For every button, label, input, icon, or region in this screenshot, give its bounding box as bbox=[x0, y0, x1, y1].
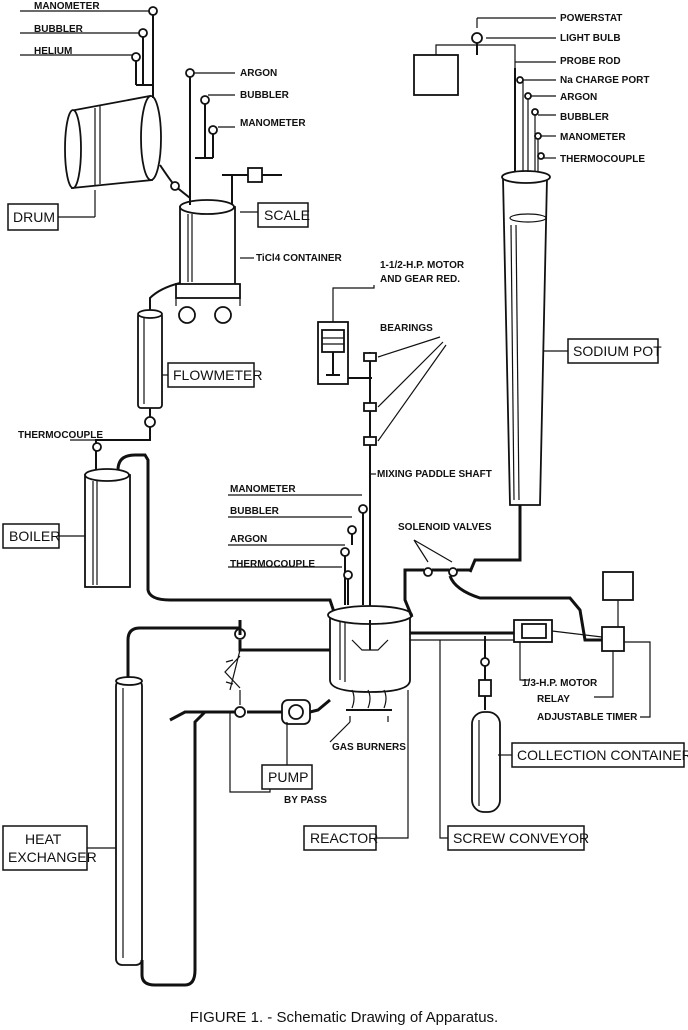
by-pass-label: BY PASS bbox=[284, 795, 327, 806]
motor-gear-reducer bbox=[317, 321, 372, 385]
reactor-gas-lines bbox=[228, 494, 368, 605]
flowmeter-tube bbox=[137, 309, 163, 409]
motor-label-line2: AND GEAR RED. bbox=[380, 274, 460, 285]
drum-bubbler-label: BUBBLER bbox=[34, 24, 84, 35]
ticl4-bubbler-label: BUBBLER bbox=[240, 90, 290, 101]
bearings-label: BEARINGS bbox=[380, 323, 433, 334]
na-charge-port-label: Na CHARGE PORT bbox=[560, 75, 649, 86]
collection-container-box bbox=[498, 742, 685, 768]
reactor-manometer-label: MANOMETER bbox=[230, 484, 296, 495]
sodium-pot-box bbox=[543, 338, 659, 364]
reactor-bubbler-label: BUBBLER bbox=[230, 506, 280, 517]
flowmeter-label: FLOWMETER bbox=[173, 367, 262, 383]
heat-exchanger-box bbox=[2, 825, 116, 871]
relay-and-timer bbox=[551, 571, 651, 718]
timer-relay-line bbox=[448, 575, 605, 642]
ticl4-container bbox=[175, 199, 241, 324]
heat-exchanger bbox=[115, 676, 143, 966]
light-bulb-label: LIGHT BULB bbox=[560, 33, 621, 44]
ticl4-container-label: TiCl4 CONTAINER bbox=[256, 253, 343, 264]
reactor-argon-label: ARGON bbox=[230, 534, 267, 545]
boiler-to-reactor-pipe bbox=[116, 453, 337, 616]
flowmeter-box bbox=[162, 362, 255, 388]
pump-label: PUMP bbox=[268, 769, 308, 785]
pump-box bbox=[261, 722, 313, 790]
pot-bubbler-label: BUBBLER bbox=[560, 112, 610, 123]
scale-label: SCALE bbox=[264, 207, 310, 223]
screw-conveyor-label: SCREW CONVEYOR bbox=[453, 830, 589, 846]
sodium-pot-feed-pipe bbox=[403, 505, 522, 618]
sodium-pot-label: SODIUM POT bbox=[573, 343, 662, 359]
pot-argon-label: ARGON bbox=[560, 92, 597, 103]
motor-13-label: 1/3-H.P. MOTOR bbox=[522, 678, 598, 689]
screw-conveyor-box bbox=[447, 825, 585, 851]
boiler-thermocouple-icon bbox=[92, 442, 102, 452]
solenoid-leaders bbox=[413, 539, 453, 563]
collection-container-label: COLLECTION CONTAINER bbox=[517, 747, 688, 763]
gas-burners-label: GAS BURNERS bbox=[332, 742, 406, 753]
exchanger-inlet-pipe bbox=[126, 620, 242, 678]
motor-label-line1: 1-1/2-H.P. MOTOR bbox=[380, 260, 465, 271]
drum-manometer-label: MANOMETER bbox=[34, 1, 100, 12]
boiler-thermocouple-label: THERMOCOUPLE bbox=[18, 430, 103, 441]
motor-13-leader bbox=[519, 642, 530, 681]
relay-label: RELAY bbox=[537, 694, 570, 705]
bearings bbox=[363, 352, 377, 446]
screw-conveyor-leader bbox=[439, 640, 448, 839]
ticl4-argon-label: ARGON bbox=[240, 68, 277, 79]
drum-vessel bbox=[64, 94, 162, 189]
flowmeter-valve-icon bbox=[144, 416, 156, 428]
motor-leader bbox=[332, 285, 375, 322]
collection-container bbox=[471, 636, 501, 813]
solenoid-valves-label: SOLENOID VALVES bbox=[398, 522, 492, 533]
mixing-shaft-label: MIXING PADDLE SHAFT bbox=[377, 469, 492, 480]
boiler-label: BOILER bbox=[9, 528, 60, 544]
drum-box bbox=[7, 190, 96, 231]
boiler-vessel bbox=[84, 468, 131, 588]
reactor-vessel bbox=[327, 605, 413, 693]
drum-helium-label: HELIUM bbox=[34, 46, 72, 57]
heat-exchanger-label-line1: HEAT bbox=[25, 831, 62, 847]
probe-rod-label: PROBE ROD bbox=[560, 56, 621, 67]
flowmeter-to-boiler-pipe bbox=[95, 408, 151, 470]
boiler-box bbox=[2, 523, 85, 549]
drum-valve-icon bbox=[170, 181, 180, 191]
sodium-pot bbox=[501, 170, 551, 506]
gas-burners bbox=[346, 689, 392, 722]
scale-arm bbox=[222, 167, 282, 213]
reactor-leader bbox=[376, 690, 409, 839]
drum-label: DRUM bbox=[13, 209, 55, 225]
reactor-label: REACTOR bbox=[310, 830, 378, 846]
adjustable-timer-label: ADJUSTABLE TIMER bbox=[537, 712, 638, 723]
drum-gas-lines bbox=[20, 6, 158, 98]
exchanger-outlet-pipe bbox=[140, 710, 207, 987]
bearings-leaders bbox=[377, 336, 447, 442]
gas-burners-leader bbox=[329, 721, 351, 743]
powerstat-label: POWERSTAT bbox=[560, 13, 622, 24]
solenoid-valves bbox=[403, 567, 470, 590]
container-to-flowmeter-pipe bbox=[149, 282, 181, 312]
sodium-pot-accessories bbox=[413, 17, 556, 172]
pot-thermocouple-label: THERMOCOUPLE bbox=[560, 154, 645, 165]
figure-caption: FIGURE 1. - Schematic Drawing of Apparat… bbox=[190, 1009, 498, 1026]
pot-manometer-label: MANOMETER bbox=[560, 132, 626, 143]
scale-box bbox=[257, 202, 309, 228]
ticl4-manometer-label: MANOMETER bbox=[240, 118, 306, 129]
screw-conveyor bbox=[410, 619, 553, 643]
reactor-box bbox=[303, 825, 377, 851]
ticl4-gas-lines bbox=[185, 68, 235, 205]
reactor-thermocouple-label: THERMOCOUPLE bbox=[230, 559, 315, 570]
heat-exchanger-label-line2: EXCHANGER bbox=[8, 849, 97, 865]
